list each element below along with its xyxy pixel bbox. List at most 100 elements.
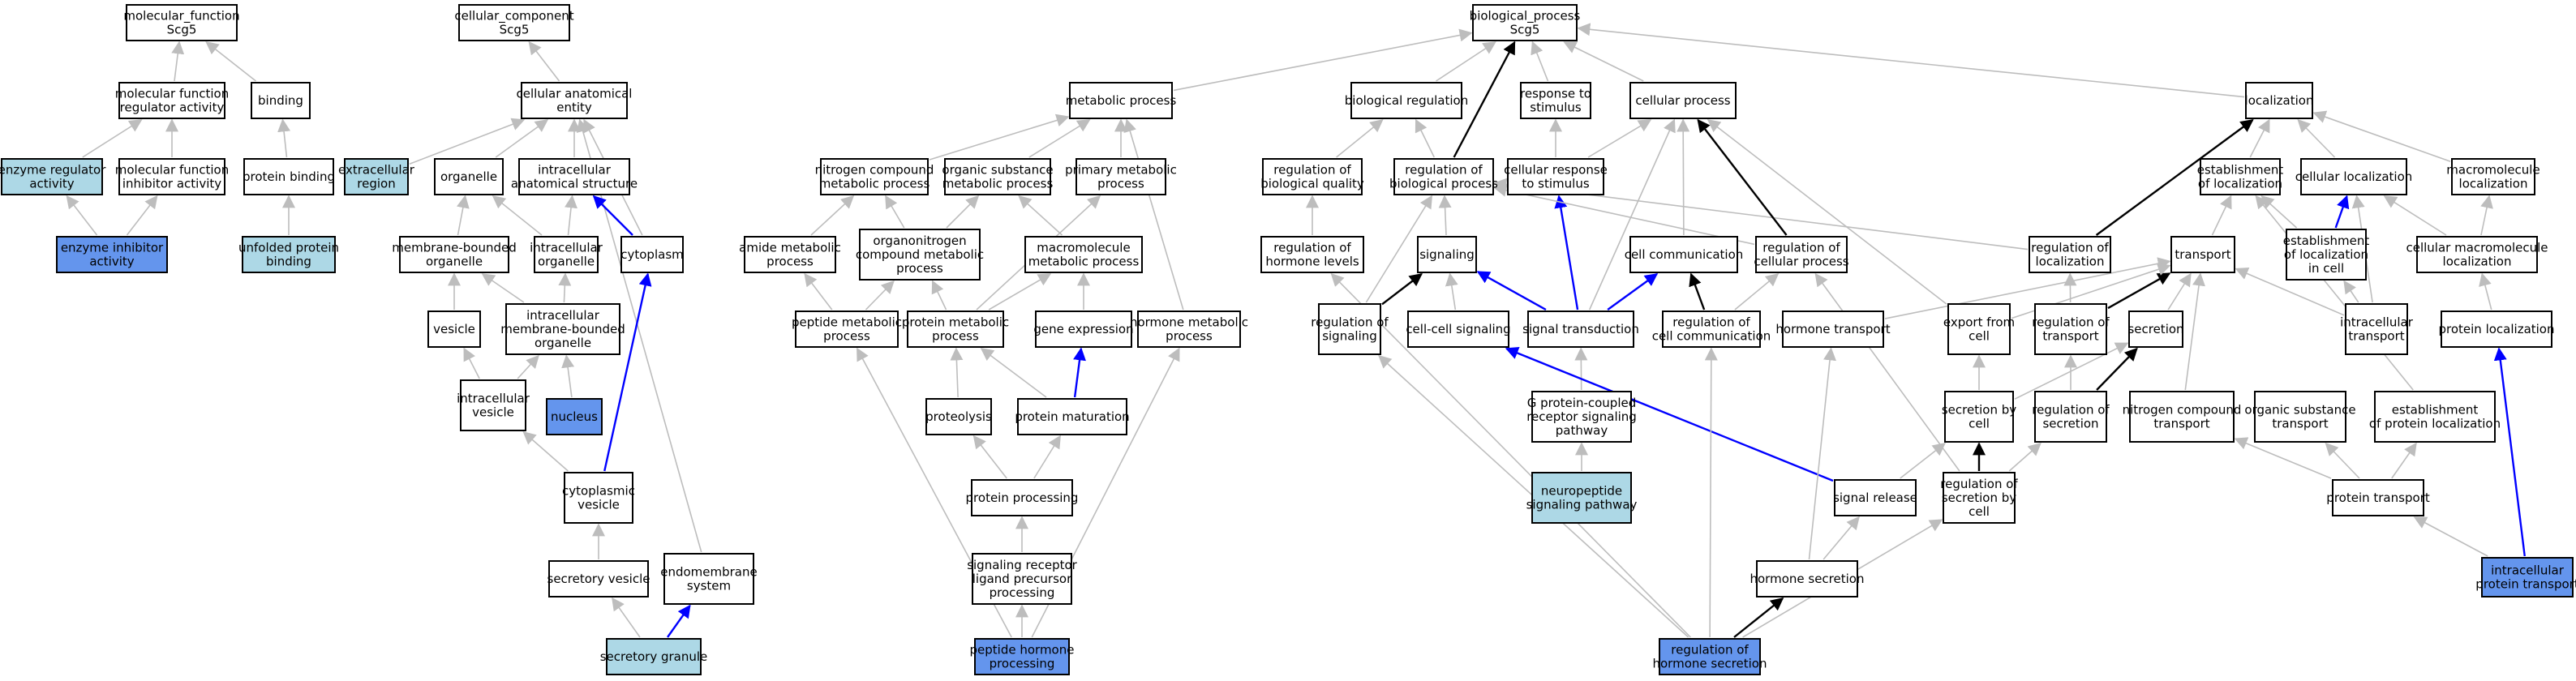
edge-st-to-cellcomm <box>1607 273 1659 311</box>
node-signaling[interactable]: signaling <box>1417 236 1477 273</box>
edge-mfra-to-mf <box>171 41 185 82</box>
node-label: organic substance <box>942 163 1053 178</box>
node-metab[interactable]: metabolic process <box>1066 82 1177 119</box>
node-binding[interactable]: binding <box>251 82 311 119</box>
node-secretion[interactable]: secretion <box>2127 311 2184 348</box>
node-box <box>1756 560 1858 597</box>
node-label: amide metabolic <box>739 241 841 255</box>
node-pproc[interactable]: protein processing <box>966 479 1079 516</box>
node-loc[interactable]: localization <box>2245 82 2314 119</box>
node-cloc[interactable]: cellular localization <box>2295 158 2413 195</box>
edge-it-to-transport <box>2235 267 2345 316</box>
node-label: metabolic process <box>819 177 930 191</box>
node-pbind[interactable]: protein binding <box>243 158 335 195</box>
node-box <box>1407 311 1509 348</box>
node-label: establishment <box>2283 233 2370 248</box>
node-cyto[interactable]: cytoplasm <box>620 236 684 273</box>
node-ht[interactable]: hormone transport <box>1775 311 1891 348</box>
node-st[interactable]: signal transduction <box>1522 311 1639 348</box>
node-label: process <box>823 329 870 344</box>
node-sg[interactable]: secretory granule <box>600 638 708 675</box>
node-cellproc[interactable]: cellular process <box>1629 82 1737 119</box>
node-label: hormone secretion <box>1653 657 1767 671</box>
node-box <box>1834 479 1917 516</box>
node-nucleus[interactable]: nucleus <box>546 398 603 435</box>
node-sv[interactable]: secretory vesicle <box>547 560 650 597</box>
node-bioreg[interactable]: biological regulation <box>1345 82 1468 119</box>
node-ptrans[interactable]: protein transport <box>2326 479 2430 516</box>
node-cellcomm[interactable]: cell communication <box>1625 236 1744 273</box>
node-geneexp[interactable]: gene expression <box>1033 311 1134 348</box>
node-transport[interactable]: transport <box>2170 236 2235 273</box>
node-box <box>2034 303 2107 355</box>
node-ploc[interactable]: protein localization <box>2438 311 2555 348</box>
edge-rsig-to-signaling <box>1381 273 1423 306</box>
node-ccsig[interactable]: cell-cell signaling <box>1406 311 1511 348</box>
node-label: signal transduction <box>1522 322 1639 336</box>
node-vesicle[interactable]: vesicle <box>427 311 481 348</box>
node-proteolysis[interactable]: proteolysis <box>925 398 992 435</box>
node-label: localization <box>2245 93 2314 108</box>
node-pmat[interactable]: protein maturation <box>1015 398 1130 435</box>
node-sr[interactable]: signal release <box>1833 479 1917 516</box>
node-label: Scg5 <box>500 23 530 37</box>
node-hsec[interactable]: hormone secretion <box>1750 560 1865 597</box>
node-organelle[interactable]: organelle <box>434 158 504 195</box>
